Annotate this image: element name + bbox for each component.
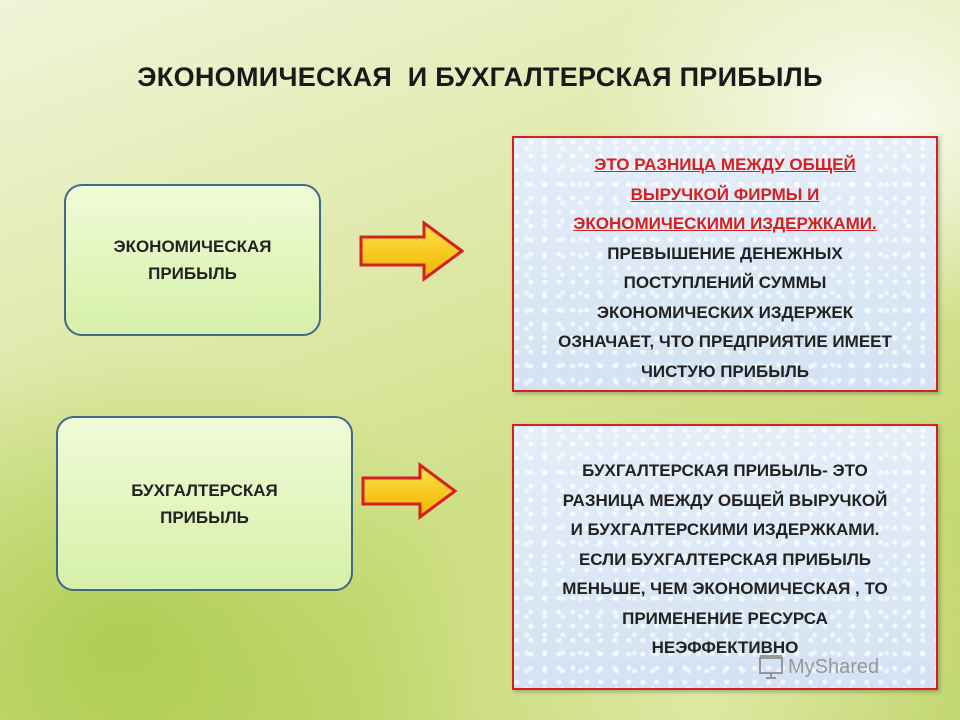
economic-profit-label-line1: ЭКОНОМИЧЕСКАЯ bbox=[113, 237, 272, 256]
economic-definition-line: ОЗНАЧАЕТ, ЧТО ПРЕДПРИЯТИЕ ИМЕЕТ bbox=[558, 332, 892, 351]
watermark-text: MyShared bbox=[788, 655, 880, 678]
economic-definition-line: ЧИСТУЮ ПРИБЫЛЬ bbox=[640, 361, 810, 381]
accounting-definition-line: И БУХГАЛТЕРСКИМИ ИЗДЕРЖКАМИ. bbox=[570, 520, 880, 539]
projector-screen-icon bbox=[759, 655, 783, 679]
economic-definition-red-line: ЭТО РАЗНИЦА МЕЖДУ ОБЩЕЙ bbox=[594, 155, 856, 174]
economic-definition-line: ПОСТУПЛЕНИЙ СУММЫ bbox=[623, 273, 827, 292]
economic-profit-definition: ЭТО РАЗНИЦА МЕЖДУ ОБЩЕЙ ВЫРУЧКОЙ ФИРМЫ И… bbox=[512, 136, 938, 392]
right-arrow-icon bbox=[361, 462, 458, 520]
economic-definition-red-line: ВЫРУЧКОЙ ФИРМЫ И bbox=[630, 184, 820, 204]
economic-definition-line: ПРЕВЫШЕНИЕ ДЕНЕЖНЫХ bbox=[607, 243, 843, 263]
accounting-definition-line: РАЗНИЦА МЕЖДУ ОБЩЕЙ ВЫРУЧКОЙ bbox=[562, 490, 888, 510]
economic-definition-line: ЭКОНОМИЧЕСКИХ ИЗДЕРЖЕК bbox=[596, 302, 854, 322]
watermark: MyShared bbox=[758, 654, 879, 680]
accounting-definition-line: ЕСЛИ БУХГАЛТЕРСКАЯ ПРИБЫЛЬ bbox=[578, 549, 872, 569]
accounting-profit-definition: БУХГАЛТЕРСКАЯ ПРИБЫЛЬ- ЭТО РАЗНИЦА МЕЖДУ… bbox=[512, 424, 938, 690]
accounting-profit-box: БУХГАЛТЕРСКАЯ ПРИБЫЛЬ bbox=[56, 416, 353, 591]
economic-profit-box: ЭКОНОМИЧЕСКАЯ ПРИБЫЛЬ bbox=[64, 184, 321, 336]
accounting-definition-line: ПРИМЕНЕНИЕ РЕСУРСА bbox=[622, 608, 828, 628]
accounting-definition-line: НЕЭФФЕКТИВНО bbox=[651, 638, 799, 657]
accounting-definition-line: МЕНЬШЕ, ЧЕМ ЭКОНОМИЧЕСКАЯ , ТО bbox=[562, 579, 888, 598]
economic-definition-red-line: ЭКОНОМИЧЕСКИМИ ИЗДЕРЖКАМИ. bbox=[573, 214, 877, 233]
right-arrow-icon bbox=[359, 220, 465, 282]
accounting-profit-label-line1: БУХГАЛТЕРСКАЯ bbox=[131, 480, 278, 500]
accounting-profit-label-line2: ПРИБЫЛЬ bbox=[160, 507, 249, 527]
accounting-definition-line: БУХГАЛТЕРСКАЯ ПРИБЫЛЬ- ЭТО bbox=[582, 461, 868, 480]
economic-profit-label-line2: ПРИБЫЛЬ bbox=[148, 264, 237, 283]
slide-title: ЭКОНОМИЧЕСКАЯ И БУХГАЛТЕРСКАЯ ПРИБЫЛЬ bbox=[137, 62, 823, 92]
